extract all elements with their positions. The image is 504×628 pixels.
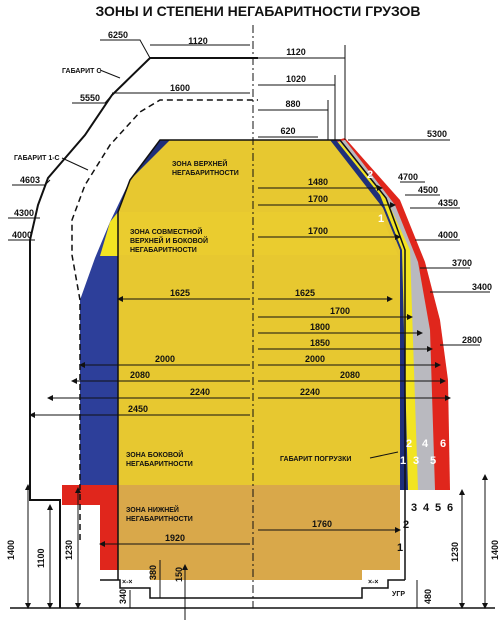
zone-upper-line1: ЗОНА ВЕРХНЕЙ: [172, 159, 227, 168]
loading-gauge-outline: [117, 139, 406, 580]
width-880: 880: [285, 99, 300, 109]
gabarit-c-outline: [29, 57, 258, 608]
degree-5-side: 5: [430, 455, 436, 467]
degree-6-lower: 6: [447, 502, 453, 514]
height-4000-left: 4000: [12, 230, 32, 240]
height-4603: 4603: [20, 175, 40, 185]
degree-1-upper: 1: [378, 213, 384, 225]
lower-zone: [118, 485, 400, 580]
gabarit-1c-outline: [71, 99, 258, 540]
vdim-380: 380: [148, 565, 158, 580]
xx-left-label: ×-×: [122, 579, 133, 586]
height-6250: 6250: [108, 30, 128, 40]
height-3400: 3400: [472, 282, 492, 292]
gabarit-1c-label: ГАБАРИТ 1-С: [14, 155, 60, 162]
width-2080-left: 2080: [130, 370, 150, 380]
height-4700: 4700: [398, 172, 418, 182]
vdim-1400-left: 1400: [6, 540, 16, 560]
xx-right-label: ×-×: [368, 579, 379, 586]
joint-zone-left: [100, 212, 118, 256]
width-1700-a: 1700: [308, 194, 328, 204]
degree-5-lower: 5: [435, 502, 441, 514]
vertical-dim-lines: [25, 474, 488, 620]
gabarit-pogruzki-leader: [369, 451, 399, 459]
width-1120-left: 1120: [188, 36, 208, 46]
width-2080-right: 2080: [340, 370, 360, 380]
width-1850: 1850: [310, 338, 330, 348]
zone-joint-line1: ЗОНА СОВМЕСТНОЙ: [130, 227, 202, 236]
width-1920: 1920: [165, 533, 185, 543]
zone-joint-line3: НЕГАБАРИТНОСТИ: [130, 247, 197, 254]
lower-zone-red-left: [62, 485, 118, 570]
width-1480: 1480: [308, 177, 328, 187]
gabarit-c-leader: [99, 69, 121, 79]
top-dims: [112, 44, 346, 140]
lower-degree-strip: [400, 498, 462, 516]
vdim-1230-right: 1230: [450, 542, 460, 562]
height-5300: 5300: [427, 129, 447, 139]
width-1625-left: 1625: [170, 288, 190, 298]
width-2240-right: 2240: [300, 387, 320, 397]
gabarit-pogruzki-label: ГАБАРИТ ПОГРУЗКИ: [280, 456, 351, 463]
vdim-1230-left: 1230: [64, 540, 74, 560]
width-2000-left: 2000: [155, 354, 175, 364]
width-1625-right: 1625: [295, 288, 315, 298]
degree-6-side: 6: [440, 438, 446, 450]
degree-3-upper: 3: [364, 150, 370, 162]
width-2450: 2450: [128, 404, 148, 414]
height-4000-right: 4000: [438, 230, 458, 240]
width-1120-right: 1120: [286, 47, 306, 57]
height-5550: 5550: [80, 93, 100, 103]
width-2000-right: 2000: [305, 354, 325, 364]
width-2240-left: 2240: [190, 387, 210, 397]
degree-3-lower: 3: [411, 502, 417, 514]
width-620: 620: [280, 126, 295, 136]
width-1760: 1760: [312, 519, 332, 529]
gabarit-1c-leader: [61, 157, 89, 171]
degree-2-upper: 2: [367, 169, 373, 181]
width-1800: 1800: [310, 322, 330, 332]
width-arrows: [29, 185, 451, 547]
vdim-340: 340: [118, 589, 128, 604]
degree-3-side: 3: [413, 455, 419, 467]
diagram-title: ЗОНЫ И СТЕПЕНИ НЕГАБАРИТНОСТИ ГРУЗОВ: [95, 3, 420, 19]
degree-4-side: 4: [422, 438, 429, 450]
width-1600: 1600: [170, 83, 190, 93]
vdim-480: 480: [423, 589, 433, 604]
degree-2-lower: 2: [403, 519, 409, 531]
width-1700-c: 1700: [330, 306, 350, 316]
zone-side-line2: НЕГАБАРИТНОСТИ: [126, 461, 193, 468]
height-3700: 3700: [452, 258, 472, 268]
vdim-1400-right: 1400: [490, 540, 500, 560]
vdim-150: 150: [174, 567, 184, 582]
height-4350: 4350: [438, 198, 458, 208]
degree-1-side: 1: [400, 455, 406, 467]
zone-lower-line1: ЗОНА НИЖНЕЙ: [126, 505, 179, 514]
height-4500: 4500: [418, 185, 438, 195]
degree-2-side: 2: [406, 438, 412, 450]
zone-joint-line2: ВЕРХНЕЙ И БОКОВОЙ: [130, 236, 208, 245]
width-1020: 1020: [286, 74, 306, 84]
zone-side-line1: ЗОНА БОКОВОЙ: [126, 450, 183, 459]
left-height-lines: [8, 39, 151, 241]
gabarit-c-label: ГАБАРИТ С: [62, 68, 101, 75]
vdim-1100: 1100: [36, 548, 46, 568]
joint-zone-band: [118, 212, 398, 255]
base-outline: [100, 579, 405, 599]
loading-gauge-area: [118, 140, 400, 490]
degree-1-lower: 1: [397, 542, 403, 554]
ugr-label: УГР: [392, 591, 405, 598]
zone-upper-line2: НЕГАБАРИТНОСТИ: [172, 170, 239, 177]
height-4300: 4300: [14, 208, 34, 218]
height-2800: 2800: [462, 335, 482, 345]
right-height-lines: [348, 139, 490, 346]
zone-lower-line2: НЕГАБАРИТНОСТИ: [126, 516, 193, 523]
degree-4-lower: 4: [423, 502, 430, 514]
width-1700-b: 1700: [308, 226, 328, 236]
